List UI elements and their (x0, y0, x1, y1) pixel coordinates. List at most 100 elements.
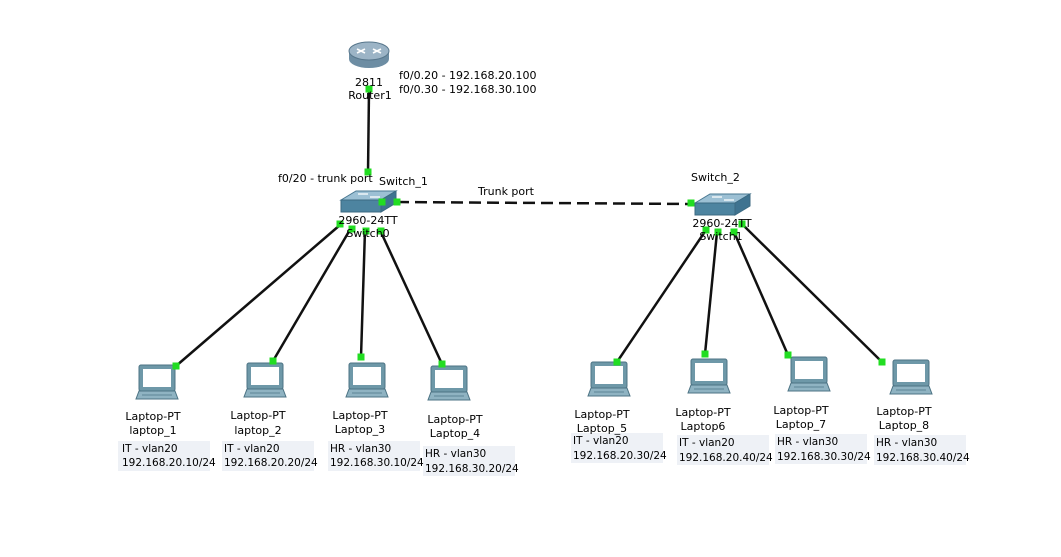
link-sw2-laptop7 (732, 231, 790, 356)
laptop-name-1: laptop_1 (129, 424, 176, 437)
port-indicator (730, 228, 738, 236)
laptop-vlan-3: HR - vlan30 (330, 443, 391, 455)
link-sw1-laptop2 (271, 227, 353, 362)
ip-label-box (571, 433, 663, 463)
laptop-type-3: Laptop-PT (332, 409, 387, 422)
laptop-vlan-5: IT - vlan20 (573, 435, 629, 447)
laptop-ip-4: 192.168.30.20/24 (425, 463, 519, 475)
switch2-icon[interactable] (693, 193, 752, 216)
port-indicator (357, 353, 365, 361)
link-router-switch1 (366, 89, 371, 174)
port-indicator (714, 228, 722, 236)
laptop-vlan-8: HR - vlan30 (876, 437, 937, 449)
ip-label-box (222, 441, 314, 471)
port-indicator (365, 85, 373, 93)
links (175, 89, 883, 367)
ip-label-box (874, 435, 966, 465)
port-indicator (377, 227, 385, 235)
ip-label-box (118, 441, 210, 471)
laptop-ip-8: 192.168.30.40/24 (876, 452, 970, 464)
laptop-type-2: Laptop-PT (230, 409, 285, 422)
link-sw1-laptop1 (175, 224, 341, 367)
switch1-port-note: f0/20 - trunk port (278, 172, 373, 185)
link-trunk (396, 200, 693, 206)
laptop-vlan-1: IT - vlan20 (122, 443, 178, 455)
laptop-type-4: Laptop-PT (427, 413, 482, 426)
laptop-type-6: Laptop-PT (675, 406, 730, 419)
switch1-host: Switch0 (346, 227, 389, 240)
ip-label-box (677, 435, 769, 465)
port-indicator (378, 198, 386, 206)
router-name: Router1 (348, 89, 391, 102)
switch2-host: Switch1 (699, 230, 742, 243)
laptop-ip-6: 192.168.20.40/24 (679, 452, 773, 464)
laptops (135, 356, 933, 401)
port-indicator (336, 220, 344, 228)
laptop-type-1: Laptop-PT (125, 410, 180, 423)
laptop-vlan-4: HR - vlan30 (425, 448, 486, 460)
switch1-icon[interactable] (339, 190, 398, 213)
laptop-ip-1: 192.168.20.10/24 (122, 457, 216, 469)
link-sw2-laptop8 (741, 223, 883, 363)
port-indicator (878, 358, 886, 366)
port-indicators (172, 85, 886, 370)
switch1-model: 2960-24TT (338, 214, 397, 227)
laptop-icon[interactable] (427, 365, 471, 401)
laptop-type-5: Laptop-PT (574, 408, 629, 421)
port-indicator (172, 362, 180, 370)
laptop-name-7: Laptop_7 (776, 418, 826, 431)
port-indicator (702, 226, 710, 234)
laptop-ip-7: 192.168.30.30/24 (777, 451, 871, 463)
laptop-vlan-2: IT - vlan20 (224, 443, 280, 455)
laptop-icon[interactable] (687, 358, 731, 394)
link-sw2-laptop6 (703, 231, 719, 355)
ip-label-box (423, 446, 515, 476)
port-indicator (348, 225, 356, 233)
laptop-ip-5: 192.168.20.30/24 (573, 450, 667, 462)
laptop-name-2: laptop_2 (234, 424, 281, 437)
laptop-icon[interactable] (345, 362, 389, 398)
laptop-name-4: Laptop_4 (430, 427, 480, 440)
laptop-name-6: Laptop6 (681, 420, 726, 433)
laptop-name-3: Laptop_3 (335, 423, 385, 436)
router-icon[interactable] (348, 41, 390, 68)
laptop-name-8: Laptop_8 (879, 419, 929, 432)
laptop-labels: Laptop-PT laptop_1 IT - vlan20 192.168.2… (122, 404, 970, 475)
laptop-vlan-7: HR - vlan30 (777, 436, 838, 448)
port-indicator (613, 358, 621, 366)
port-indicator (738, 220, 746, 228)
port-indicator (364, 168, 372, 176)
trunk-label: Trunk port (477, 185, 535, 198)
switch2-model: 2960-24TT (692, 217, 751, 230)
link-sw1-laptop3 (359, 229, 367, 358)
laptop-icon[interactable] (787, 356, 831, 392)
laptop-ip-2: 192.168.20.20/24 (224, 457, 318, 469)
laptop-type-7: Laptop-PT (773, 404, 828, 417)
router-model: 2811 (355, 76, 383, 89)
laptop-ip-3: 192.168.30.10/24 (330, 457, 424, 469)
laptop-icon[interactable] (587, 361, 631, 397)
port-indicator (269, 357, 277, 365)
laptop-type-8: Laptop-PT (876, 405, 931, 418)
laptop-icon[interactable] (135, 364, 179, 400)
port-indicator (362, 227, 370, 235)
port-indicator (701, 350, 709, 358)
laptop-name-5: Laptop_5 (577, 422, 627, 435)
laptop-icon[interactable] (243, 362, 287, 398)
switch1-name: Switch_1 (379, 175, 428, 188)
port-indicator (784, 351, 792, 359)
port-indicator (393, 198, 401, 206)
ip-label-boxes (118, 433, 966, 476)
port-indicator (438, 360, 446, 368)
ip-label-box (328, 441, 420, 471)
link-sw2-laptop5 (615, 229, 708, 363)
laptop-vlan-6: IT - vlan20 (679, 437, 735, 449)
router-subif-30: f0/0.30 - 192.168.30.100 (399, 83, 537, 96)
switch2-name: Switch_2 (691, 171, 740, 184)
port-indicator (687, 199, 695, 207)
ip-label-box (775, 434, 867, 464)
router-subif-20: f0/0.20 - 192.168.20.100 (399, 69, 537, 82)
link-sw1-laptop4 (378, 229, 444, 365)
laptop-icon[interactable] (889, 359, 933, 395)
